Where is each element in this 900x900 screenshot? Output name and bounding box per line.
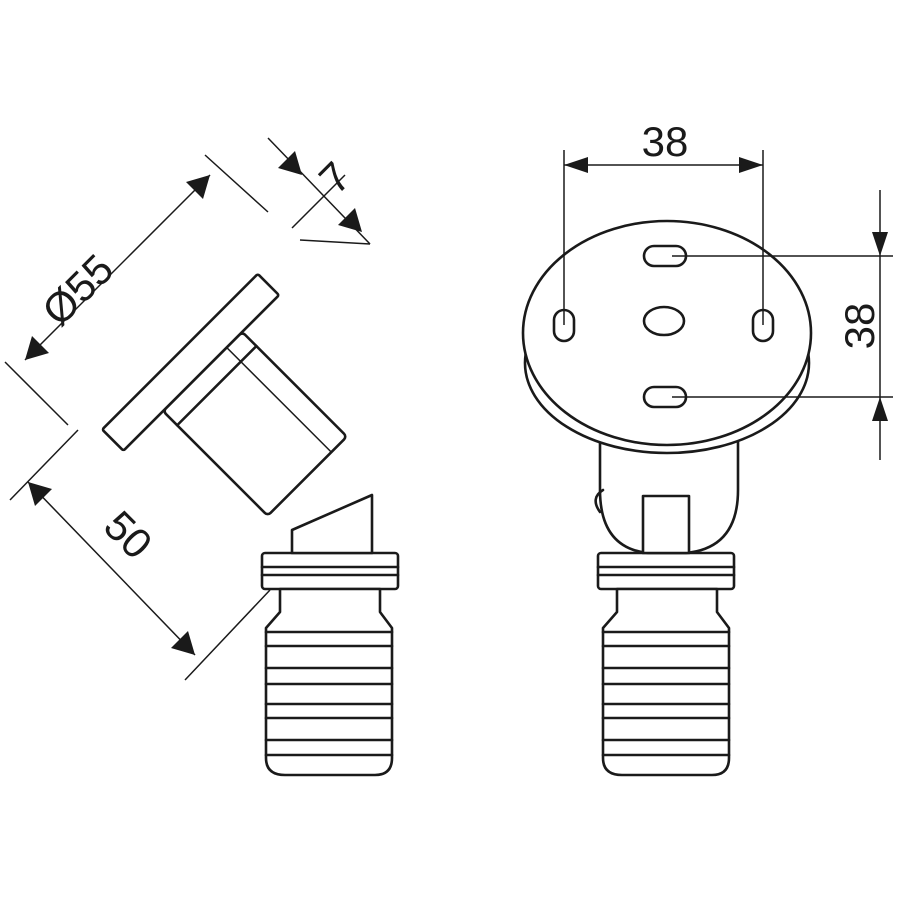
front-dimension-lines xyxy=(563,150,893,460)
side-flange xyxy=(101,273,280,452)
center-hole xyxy=(642,305,686,337)
dim-length: 50 xyxy=(95,502,161,568)
dim-flange-thickness: 7 xyxy=(310,153,360,203)
front-hose-barb xyxy=(596,551,736,777)
front-flange-face xyxy=(521,219,813,447)
side-dimension-lines xyxy=(4,137,371,681)
side-view: Ø55 7 50 xyxy=(4,137,400,777)
front-view: 38 38 xyxy=(521,118,893,777)
side-body-group xyxy=(101,273,347,516)
dim-flange-diameter: Ø55 xyxy=(33,245,122,334)
side-hose-barb xyxy=(260,493,400,777)
dim-hole-spacing-vertical: 38 xyxy=(836,303,883,350)
front-neck xyxy=(641,494,691,555)
dim-hole-spacing-horizontal: 38 xyxy=(642,118,689,165)
